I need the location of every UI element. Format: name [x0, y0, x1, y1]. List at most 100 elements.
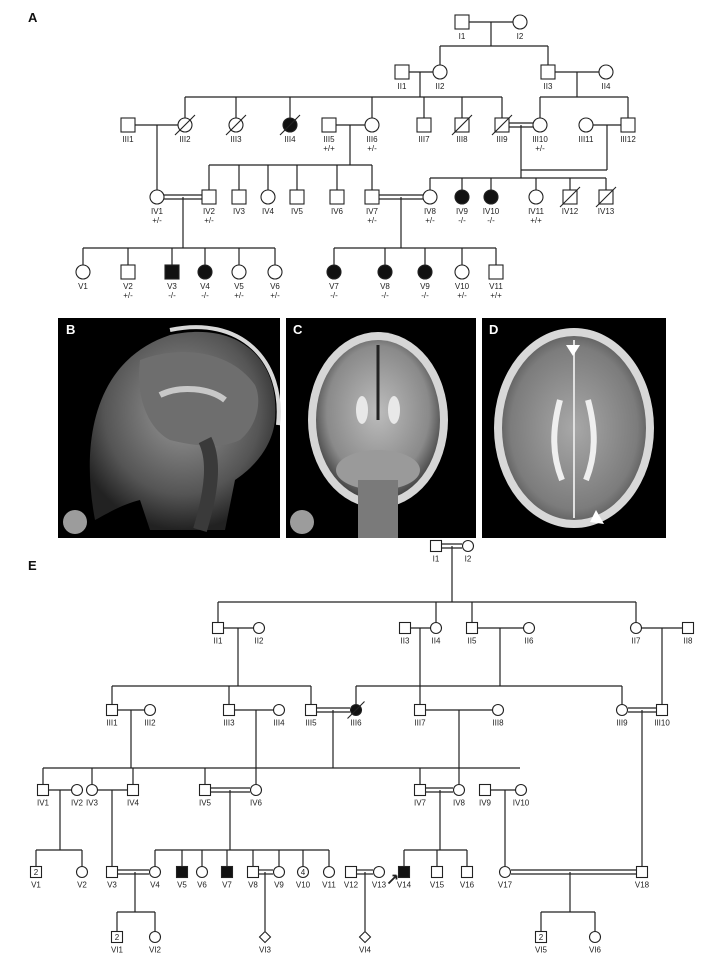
individual-id: IV11	[528, 207, 544, 216]
female-circle-icon	[322, 865, 336, 879]
pedigree-individual: III9	[491, 114, 513, 144]
individual-id: III10	[654, 719, 670, 728]
pedigree-individual: I1	[454, 14, 470, 41]
male-square-icon	[105, 865, 119, 879]
pedigree-individual: VI2	[148, 930, 162, 955]
individual-id: IV6	[250, 799, 263, 808]
pedigree-individual: III8	[451, 114, 473, 144]
female-circle-icon	[417, 264, 433, 280]
pedigree-individual: VI6	[588, 930, 602, 955]
deceased-slash-icon	[451, 114, 473, 136]
individual-id: V2	[123, 282, 133, 291]
panel-d-letter: D	[489, 322, 498, 337]
pedigree-individual: V16	[460, 865, 475, 890]
male-square-icon	[105, 703, 119, 717]
genotype-label: -/-	[381, 291, 389, 300]
pedigree-individual: III7	[413, 703, 426, 728]
female-circle-icon	[454, 189, 470, 205]
pedigree-individual: V4	[148, 865, 162, 890]
male-square-icon	[364, 189, 380, 205]
pedigree-individual: II7	[629, 621, 643, 646]
female-circle-icon	[377, 264, 393, 280]
individual-id: I2	[465, 555, 472, 564]
pedigree-individual: II6	[522, 621, 536, 646]
genotype-label: +/-	[367, 144, 377, 153]
genotype-label: +/-	[425, 216, 435, 225]
genotype-label: -/-	[168, 291, 176, 300]
pedigree-individual: I2	[512, 14, 528, 41]
individual-id: V1	[78, 282, 88, 291]
male-square-icon	[416, 117, 432, 133]
pedigree-individual: V5	[175, 865, 189, 890]
pedigree-individual: V4-/-	[197, 264, 213, 300]
pedigree-individual: III1	[105, 703, 119, 728]
female-circle-icon	[514, 783, 528, 797]
individual-id: II3	[544, 82, 553, 91]
deceased-slash-icon	[225, 114, 247, 136]
female-circle-icon	[260, 189, 276, 205]
female-circle-icon	[267, 264, 283, 280]
individual-id: II3	[401, 637, 410, 646]
pedigree-individual: IV11+/+	[528, 189, 544, 225]
pedigree-individual: IV13	[595, 186, 617, 216]
individual-id: VI1	[111, 946, 124, 955]
genotype-label: -/-	[201, 291, 209, 300]
individual-id: II1	[398, 82, 407, 91]
female-circle-icon	[372, 865, 386, 879]
individual-id: III5	[305, 719, 317, 728]
female-circle-icon	[615, 703, 629, 717]
female-circle-icon	[75, 264, 91, 280]
pedigree-individual: III10+/-	[532, 117, 548, 153]
pedigree-individual: III5+/+	[321, 117, 337, 153]
pedigree-individual: IV6	[249, 783, 263, 808]
pedigree-individual: V5+/-	[231, 264, 247, 300]
genotype-label: -/-	[330, 291, 338, 300]
individual-id: IV2	[71, 799, 84, 808]
male-square-icon	[655, 703, 669, 717]
count-label: 2	[539, 933, 544, 942]
individual-id: V8	[248, 881, 258, 890]
pedigree-individual: II4	[429, 621, 443, 646]
individual-id: V7	[329, 282, 339, 291]
individual-id: IV7	[366, 207, 379, 216]
individual-id: II1	[214, 637, 223, 646]
pedigree-individual: V17	[498, 865, 513, 890]
deceased-slash-icon	[595, 186, 617, 208]
male-square-icon	[413, 783, 427, 797]
pedigree-individual: IV3	[231, 189, 247, 216]
pedigree-individual: III5	[304, 703, 317, 728]
female-circle-icon	[522, 621, 536, 635]
pedigree-individual: IV5	[198, 783, 212, 808]
pedigree-individual: III7	[416, 117, 432, 144]
individual-id: V1	[31, 881, 41, 890]
individual-id: II8	[684, 637, 693, 646]
individual-id: V18	[635, 881, 650, 890]
individual-id: III7	[414, 719, 426, 728]
pedigree-individual: IV3	[85, 783, 99, 808]
individual-id: IV6	[331, 207, 344, 216]
pedigree-individual: V15	[430, 865, 445, 890]
female-circle-icon	[598, 64, 614, 80]
individual-id: I2	[517, 32, 524, 41]
female-circle-icon	[528, 189, 544, 205]
pedigree-individual: IV2+/-	[201, 189, 217, 225]
male-square-icon	[681, 621, 695, 635]
genotype-label: -/-	[421, 291, 429, 300]
individual-id: IV12	[562, 207, 579, 216]
deceased-slash-icon	[174, 114, 196, 136]
pedigree-individual: V7	[220, 865, 234, 890]
individual-id: V4	[200, 282, 210, 291]
genotype-label: +/-	[367, 216, 377, 225]
male-square-icon	[36, 783, 50, 797]
female-circle-icon	[532, 117, 548, 133]
individual-id: V4	[150, 881, 160, 890]
panel-b-letter: B	[66, 322, 75, 337]
female-circle-icon	[143, 703, 157, 717]
genotype-label: +/-	[270, 291, 280, 300]
individual-id: VI4	[359, 946, 372, 955]
male-square-icon	[29, 865, 43, 879]
male-square-icon	[126, 783, 140, 797]
pedigree-individual: IV7+/-	[364, 189, 380, 225]
